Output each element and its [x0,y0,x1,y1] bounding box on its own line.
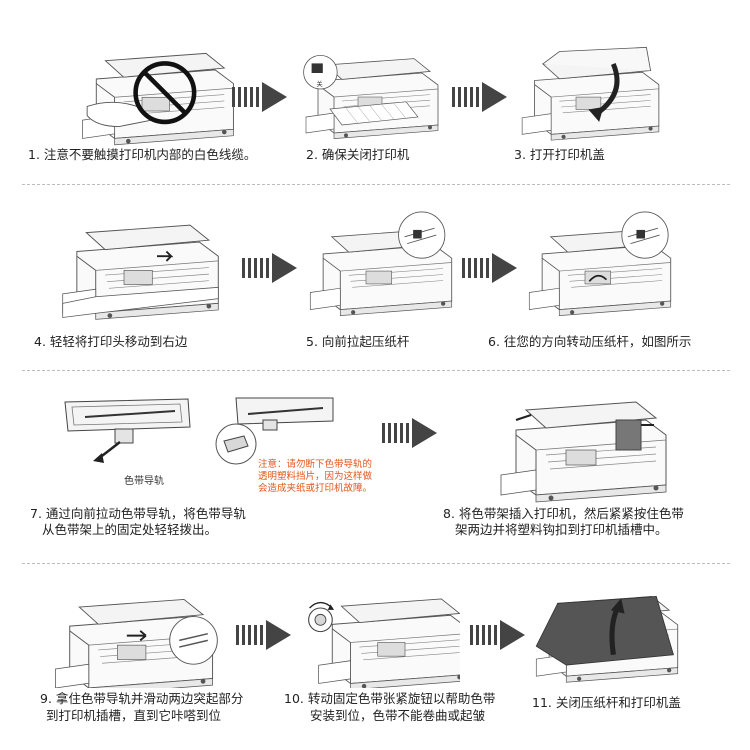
arrow-right-icon [232,82,287,112]
step-6-illustration [528,211,672,317]
step-11-caption: 11. 关闭压纸杆和打印机盖 [532,695,681,710]
arrow-right-icon [382,418,437,448]
switch-label: 关 [316,79,323,88]
step-6-caption: 6. 往您的方向转动压纸杆，如图所示 [488,334,692,349]
step-2-caption: 2. 确保关闭打印机 [306,147,410,162]
step-10-caption-line1: 10. 转动固定色带张紧旋钮以帮助色带 [284,691,496,706]
step-9-caption-line1: 9. 拿住色带导轨并滑动两边突起部分 [40,691,244,706]
step-4-caption: 4. 轻轻将打印头移动到右边 [34,334,188,349]
section-divider-2 [22,370,730,371]
ribbon-guide-label: 色带导轨 [124,476,164,487]
step-9-caption-line2: 到打印机插槽，直到它咔嗒到位 [46,708,222,723]
step-2-illustration: 关 [303,55,439,140]
warning-note: 注意：请勿断下色带导轨的透明塑料挡片，因为这样做会造成夹纸或打印机故障。 [258,459,373,494]
step-7-detail-illustration [215,397,334,465]
step-1-caption: 1. 注意不要触摸打印机内部的白色线缆。 [28,147,257,162]
step-1-illustration [82,52,234,146]
arrow-right-icon [242,253,297,283]
step-9-illustration [54,598,218,688]
step-3-caption: 3. 打开打印机盖 [514,147,605,162]
step-3-illustration [521,46,660,141]
arrow-right-icon [236,620,291,650]
step-8-illustration [500,401,667,503]
step-11-illustration [535,596,679,683]
step-7-caption-line2: 从色带架上的固定处轻轻拨出。 [42,522,218,537]
step-10-caption-line2: 安装到位，色带不能卷曲或起皱 [310,708,486,723]
step-5-caption: 5. 向前拉起压纸杆 [306,334,410,349]
step-4-illustration [62,224,219,320]
section-divider-3 [22,563,730,564]
step-7-caption-line1: 7. 通过向前拉动色带导轨，将色带导轨 [30,506,246,521]
step-7-ribbon-cartridge-illustration [64,398,191,463]
arrow-right-icon [470,620,525,650]
step-8-caption-line1: 8. 将色带架插入打印机，然后紧紧按住色带 [443,506,684,521]
arrow-right-icon [452,82,507,112]
step-5-illustration [309,211,453,317]
step-10-illustration [308,598,460,688]
step-8-caption-line2: 架两边并将塑料钩扣到打印机插槽中。 [455,522,668,537]
section-divider-1 [22,184,730,185]
arrow-right-icon [462,253,517,283]
